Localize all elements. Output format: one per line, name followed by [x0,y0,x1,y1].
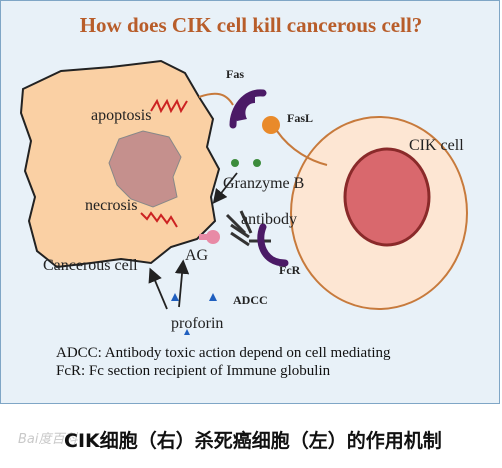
cancerous-cell-label: Cancerous cell [43,257,138,274]
fasl-ligand [262,116,280,134]
caption-bar: Bai度百科 CIK细胞（右）杀死癌细胞（左）的作用机制 [0,404,502,468]
watermark-logo: Bai度百科 [18,432,78,447]
adcc-arrow [148,267,168,310]
ag-stalk [199,234,211,240]
fasl-label: FasL [287,111,314,125]
granzyme-granule-2 [253,159,261,167]
cancer-cell-nucleus [108,130,182,208]
ag-label: AG [185,247,209,264]
cik-cell-label: CIK cell [409,137,464,154]
antibody-arms [225,210,253,235]
diagram-figure: How does CIK cell kill cancerous cell? F… [0,0,500,404]
necrosis-zigzag [140,211,178,228]
fcr-label: FcR [279,263,301,277]
proforin-marker-3 [184,329,190,335]
fcr-receptor [257,223,289,267]
fasl-stem [276,130,328,166]
necrosis-label: necrosis [85,197,138,214]
caption-text: CIK细胞（右）杀死癌细胞（左）的作用机制 [64,430,442,452]
proforin-marker-1 [171,293,179,301]
granzyme-granule-1 [231,159,239,167]
proforin-marker-2 [209,293,217,301]
antibody-label: antibody [241,211,297,228]
adcc-label: ADCC [233,293,268,307]
fcr-note: FcR: Fc section recipient of Immune glob… [56,363,331,379]
apoptosis-zigzag [150,98,188,114]
granzyme-label: Granzyme B [223,175,305,192]
diagram-canvas [19,59,468,335]
granzyme-arrow [212,172,238,204]
cik-cell-nucleus [343,147,431,247]
proforin-label: proforin [171,315,224,332]
fas-line [198,92,234,106]
fas-receptor-arc [229,89,267,129]
adcc-note: ADCC: Antibody toxic action depend on ce… [56,345,391,361]
apoptosis-label: apoptosis [91,107,152,124]
ag-antigen [206,230,220,244]
fas-label: Fas [226,67,244,81]
figure-title: How does CIK cell kill cancerous cell? [79,13,423,37]
proforin-arrow [174,259,190,308]
